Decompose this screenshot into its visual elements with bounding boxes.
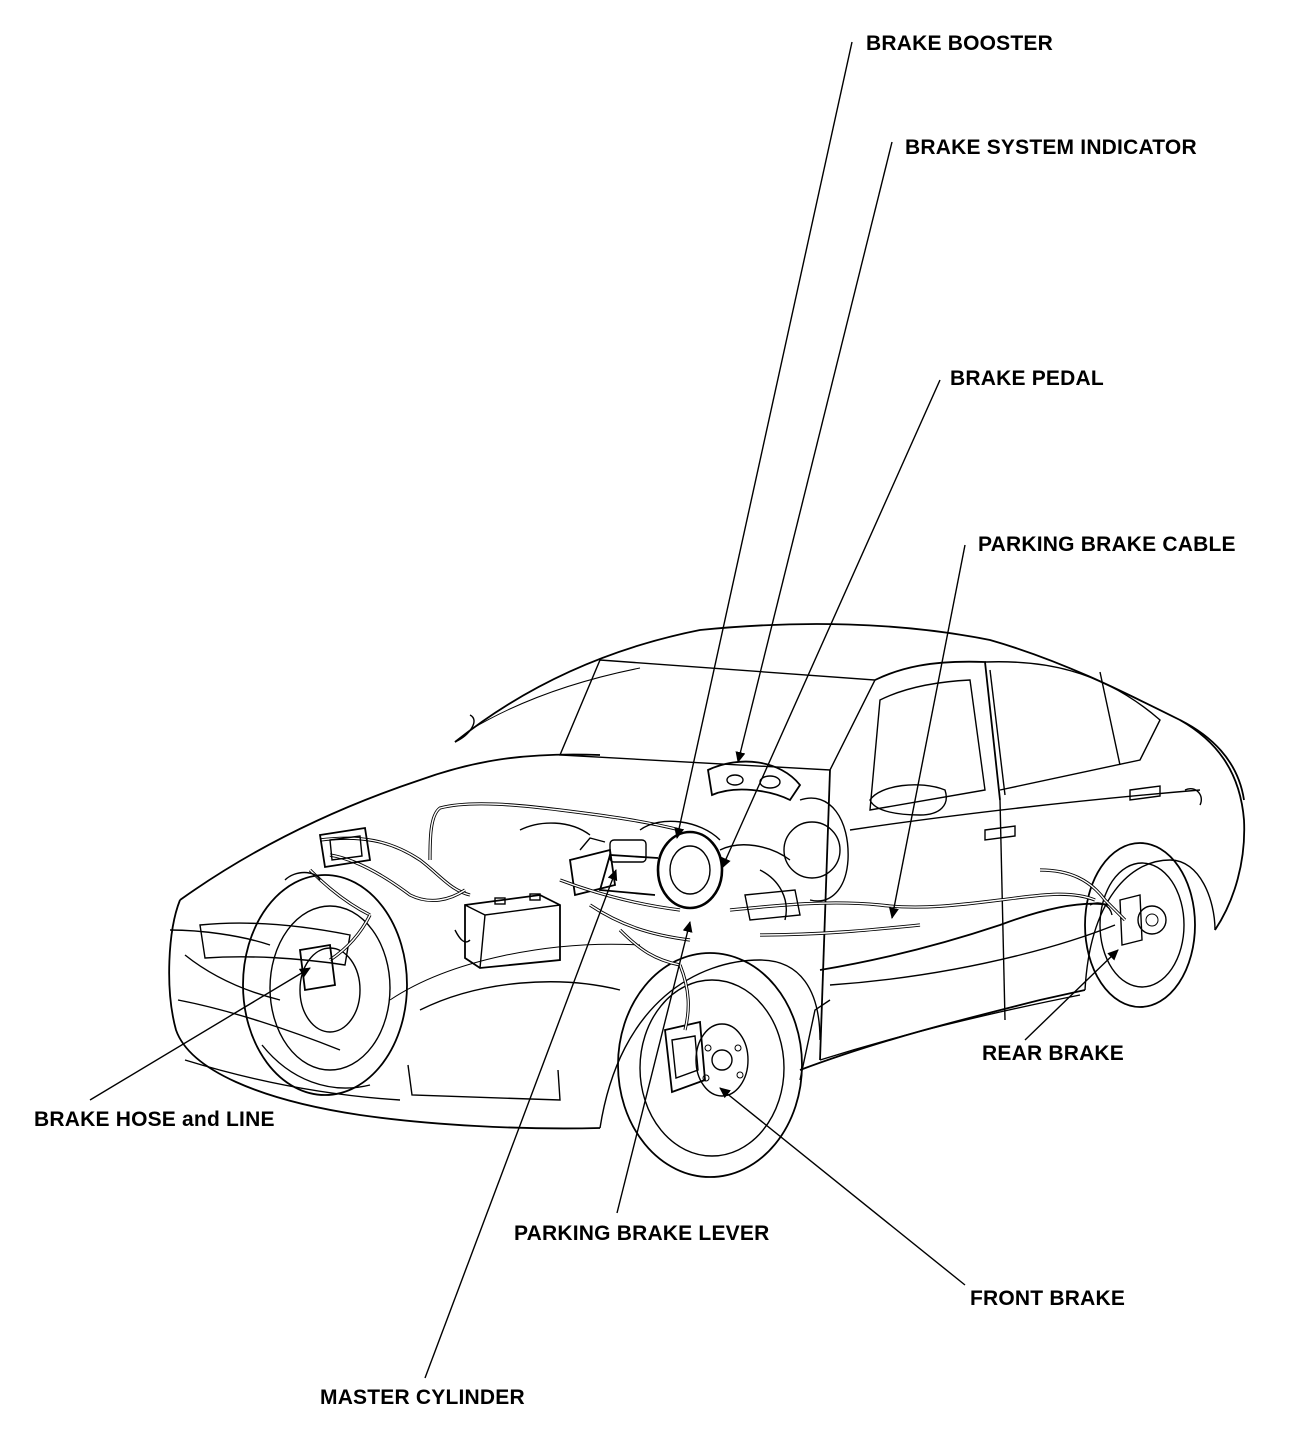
label-brake-hose-and-line: BRAKE HOSE and LINE — [34, 1108, 275, 1131]
battery — [464, 893, 561, 969]
front-left-wheel — [242, 874, 408, 1096]
brake-booster — [598, 830, 724, 910]
label-parking-brake-cable: PARKING BRAKE CABLE — [978, 533, 1236, 556]
leader-brake-system-indicator — [735, 141, 893, 763]
label-rear-brake: REAR BRAKE — [982, 1042, 1125, 1065]
leader-rear-brake — [1024, 949, 1119, 1041]
rear-right-wheel — [1084, 842, 1196, 1008]
rear-left-wheel-partial — [783, 797, 849, 902]
leader-lines — [89, 41, 1119, 1379]
label-parking-brake-lever: PARKING BRAKE LEVER — [514, 1222, 770, 1245]
label-master-cylinder: MASTER CYLINDER — [320, 1386, 525, 1409]
leader-parking-brake-cable — [889, 544, 966, 919]
label-brake-system-indicator: BRAKE SYSTEM INDICATOR — [905, 136, 1197, 159]
label-front-brake: FRONT BRAKE — [970, 1287, 1126, 1310]
leader-parking-brake-lever — [616, 921, 693, 1214]
front-right-wheel — [617, 952, 803, 1178]
leader-front-brake — [719, 1087, 966, 1286]
label-brake-pedal: BRAKE PEDAL — [950, 367, 1104, 390]
leader-brake-booster — [674, 41, 853, 839]
leader-master-cylinder — [424, 869, 618, 1379]
leader-brake-pedal — [721, 379, 941, 869]
car-body — [168, 623, 1246, 1130]
label-brake-booster: BRAKE BOOSTER — [866, 32, 1053, 55]
leader-brake-hose-and-line — [89, 967, 311, 1101]
brake-lines — [284, 802, 1127, 1031]
